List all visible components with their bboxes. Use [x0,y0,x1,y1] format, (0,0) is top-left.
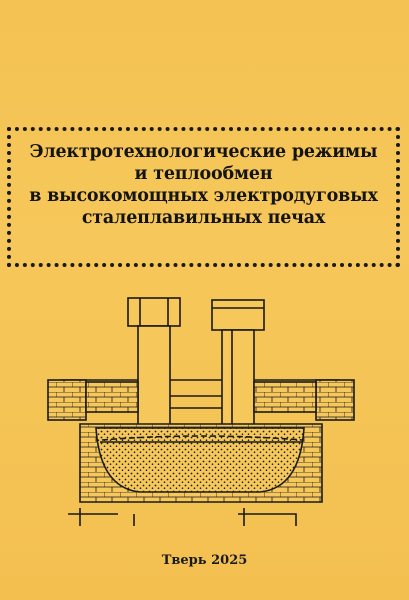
electrode-right [211,299,265,465]
title-line-3: в высокомощных электродуговых [29,186,378,206]
furnace-legs [68,508,297,526]
furnace-roof [47,379,355,421]
title-line-1: Электротехнологические режимы [29,142,378,162]
title-frame: Электротехнологические режимы и теплообм… [7,127,400,267]
furnace-illustration [47,297,355,526]
title-line-2: и теплообмен [134,164,273,184]
title-line-4: сталеплавильных печах [81,208,326,228]
furnace-vessel [79,423,323,503]
publisher-city-year: Тверь 2025 [161,553,248,568]
